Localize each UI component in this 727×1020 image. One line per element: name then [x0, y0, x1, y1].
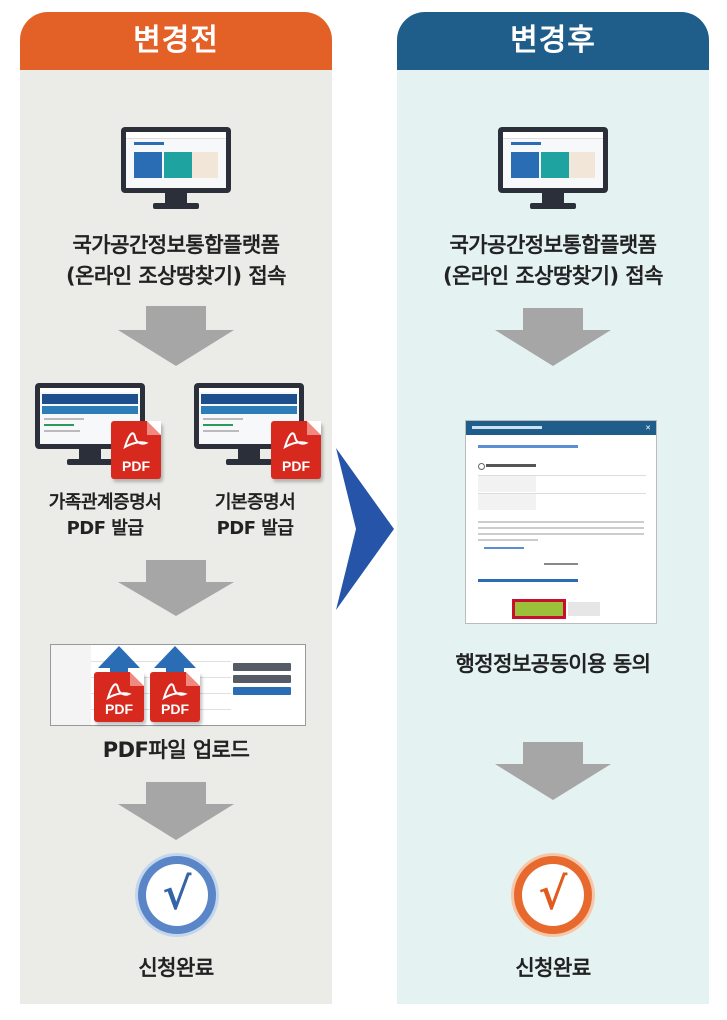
- doc-family-line1: 가족관계증명서: [48, 492, 162, 513]
- doc-family-line2: PDF 발급: [66, 518, 144, 539]
- step-access-line2-after: (온라인 조상땅찾기) 접속: [442, 264, 664, 288]
- down-arrow-icon: [495, 742, 611, 800]
- down-arrow-icon: [118, 782, 234, 840]
- doc-basic-line1: 기본증명서: [214, 492, 296, 513]
- step-consent-label: 행정정보공동이용 동의: [455, 652, 651, 676]
- doc-basic-line2: PDF 발급: [216, 518, 294, 539]
- header-after: 변경후: [397, 12, 709, 70]
- step-access-line2-before: (온라인 조상땅찾기) 접속: [65, 264, 287, 288]
- pdf-text: PDF: [105, 701, 133, 717]
- complete-label-before: 신청완료: [138, 956, 214, 980]
- check-icon: √: [514, 856, 592, 934]
- pdf-text: PDF: [161, 701, 189, 717]
- pdf-file-icon: PDF: [150, 672, 200, 722]
- header-before: 변경전: [20, 12, 332, 70]
- check-icon: √: [138, 856, 216, 934]
- step-upload-label: PDF파일 업로드: [102, 738, 250, 762]
- upload-arrow-icon: [98, 646, 140, 686]
- pdf-text: PDF: [282, 458, 310, 474]
- step-access-line1-after: 국가공간정보통합플랫폼: [449, 233, 657, 257]
- upload-arrow-icon: [154, 646, 196, 686]
- down-arrow-icon: [118, 306, 234, 366]
- pdf-text: PDF: [122, 458, 150, 474]
- consent-dialog-screenshot: ✕: [465, 420, 657, 624]
- step-access-line1-before: 국가공간정보통합플랫폼: [72, 233, 280, 257]
- complete-label-after: 신청완료: [515, 956, 591, 980]
- close-icon: ✕: [645, 424, 651, 432]
- down-arrow-icon: [495, 308, 611, 366]
- pdf-file-icon: PDF: [94, 672, 144, 722]
- right-arrow-icon: [336, 448, 394, 610]
- pdf-file-icon: PDF: [111, 421, 161, 479]
- pdf-file-icon: PDF: [271, 421, 321, 479]
- down-arrow-icon: [118, 560, 234, 616]
